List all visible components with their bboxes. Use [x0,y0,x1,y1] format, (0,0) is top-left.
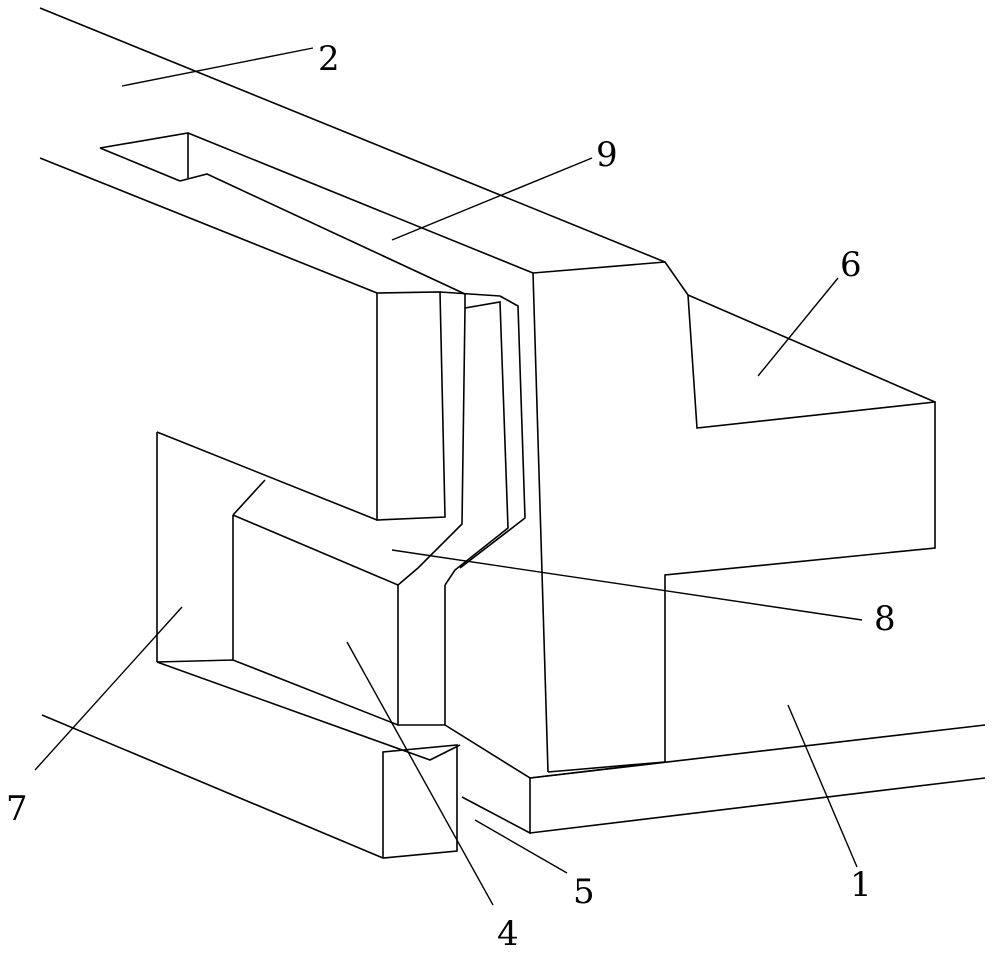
label-8: 8 [874,599,896,639]
leader-4 [347,642,493,905]
part-8-stepped-wall [377,292,525,585]
part-6-block [533,262,935,772]
part-9-channel [40,133,533,294]
part-2-top-rail [40,8,935,402]
part-labels: 2 9 6 8 7 1 5 4 [6,39,896,954]
leader-7 [35,607,182,770]
leader-9 [392,158,592,240]
label-6: 6 [840,245,862,285]
label-5: 5 [573,872,595,912]
label-4: 4 [497,914,519,954]
label-9: 9 [596,135,618,175]
leader-lines [35,48,862,905]
label-1: 1 [850,865,872,905]
part-7-part-4-lower-blocks [157,432,460,760]
label-2: 2 [318,39,340,79]
label-7: 7 [6,789,28,829]
part-1-base-rail [530,725,985,833]
leader-6 [758,278,838,376]
part-5-base [42,715,665,858]
leader-8 [392,550,862,620]
leader-1 [788,705,857,867]
